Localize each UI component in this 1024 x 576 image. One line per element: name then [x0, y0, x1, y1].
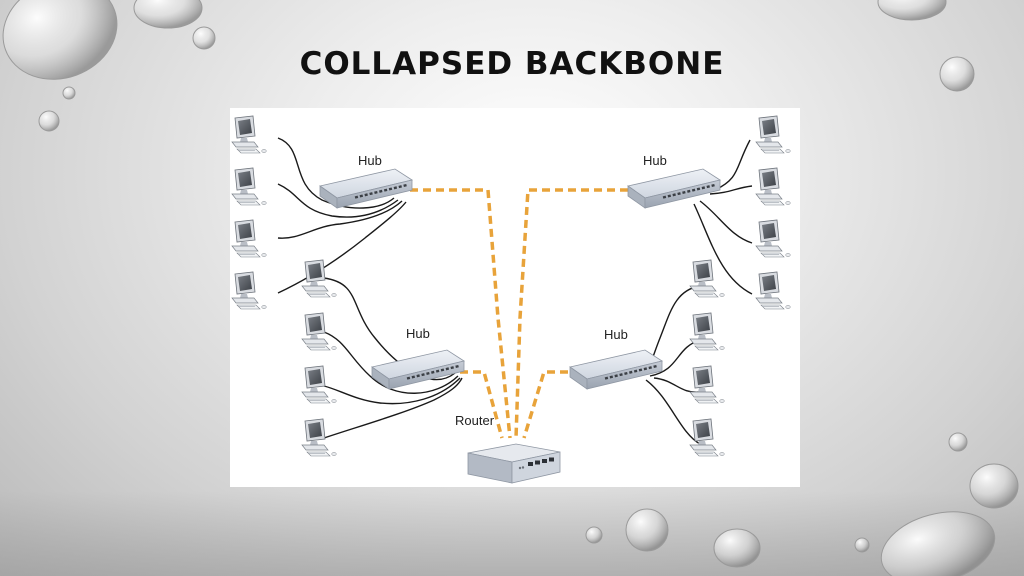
collapsed-backbone-diagram: Hub Hub Hub Hub Router: [231, 115, 791, 484]
station-cables: [277, 137, 753, 445]
backbone-links: [410, 188, 628, 439]
workstation-bl-3: [301, 365, 337, 404]
workstation-tl-4: [231, 271, 267, 310]
workstation-tr-2: [755, 167, 791, 206]
hub-label-bottom-right: Hub: [604, 327, 628, 342]
workstation-tl-3: [231, 219, 267, 258]
workstation-bl-2: [301, 312, 337, 351]
hub-label-top-left: Hub: [358, 153, 382, 168]
backbone-link-bottom-left-hub: [460, 370, 504, 439]
workstation-br-2: [689, 312, 725, 351]
workstation-br-4: [689, 418, 725, 457]
workstation-tl-1: [231, 115, 267, 154]
workstation-tl-2: [231, 167, 267, 206]
backbone-link-bottom-right-hub: [522, 370, 568, 439]
router-label: Router: [455, 413, 495, 428]
hub-top-right: [626, 167, 722, 210]
slide-title: COLLAPSED BACKBONE: [299, 46, 725, 82]
workstation-bl-4: [301, 418, 337, 457]
network-diagram-panel: Hub Hub Hub Hub Router: [230, 108, 800, 487]
router: [467, 443, 561, 484]
hub-label-top-right: Hub: [643, 153, 667, 168]
workstation-br-3: [689, 365, 725, 404]
hub-top-left: [318, 167, 414, 210]
workstation-tr-4: [755, 271, 791, 310]
workstation-tr-3: [755, 219, 791, 258]
backbone-link-top-right-hub: [514, 188, 628, 439]
hub-bottom-right: [568, 348, 664, 391]
background-bottom-band: [0, 491, 1024, 576]
backbone-link-top-left-hub: [410, 188, 512, 439]
workstation-tr-1: [755, 115, 791, 154]
hub-label-bottom-left: Hub: [406, 326, 430, 341]
workstation-bl-1: [301, 259, 337, 298]
workstation-br-1: [689, 259, 725, 298]
